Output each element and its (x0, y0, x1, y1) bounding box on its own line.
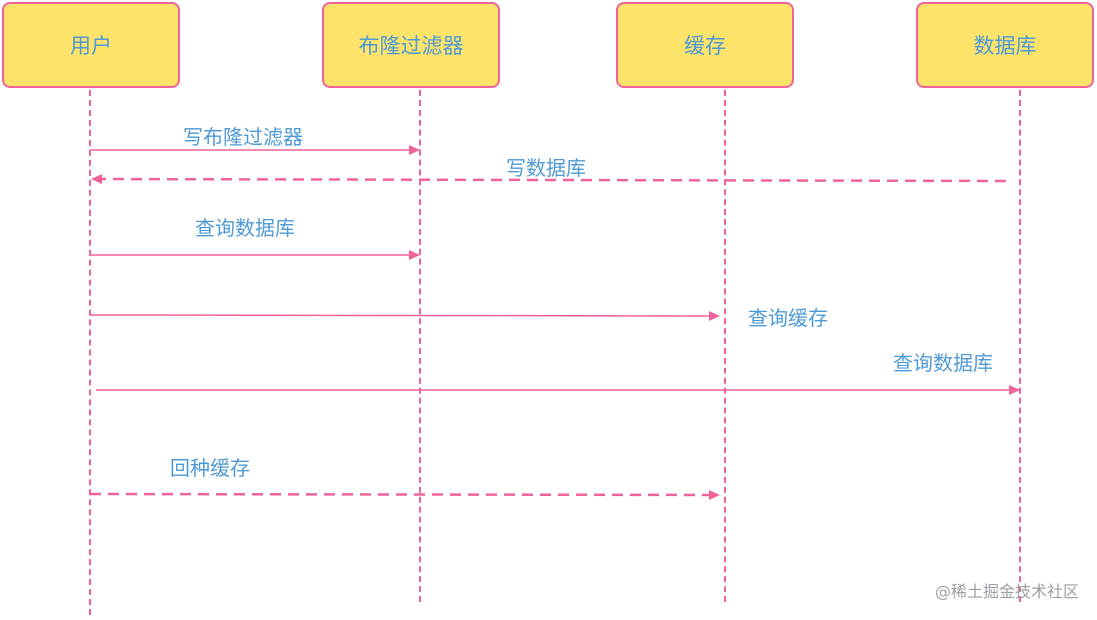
watermark: @稀土掘金技术社区 (934, 582, 1079, 601)
message-label-4: 查询缓存 (748, 306, 828, 330)
message-arrow-4 (89, 310, 720, 321)
lifeline-bloom-filter (419, 90, 421, 602)
message-label-3: 查询数据库 (195, 216, 295, 240)
message-label-5: 查询数据库 (893, 351, 993, 375)
participant-database: 数据库 (916, 2, 1094, 88)
message-arrow-6 (89, 489, 720, 500)
lifeline-cache (724, 90, 726, 602)
lifeline-database (1019, 90, 1021, 602)
message-arrow-2 (91, 174, 1007, 185)
participant-user: 用户 (2, 2, 180, 88)
participant-cache: 缓存 (616, 2, 794, 88)
lifeline-user (89, 90, 91, 615)
message-label-1: 写布隆过滤器 (183, 125, 303, 149)
participant-bloom-filter: 布隆过滤器 (322, 2, 500, 88)
message-label-2: 写数据库 (506, 156, 586, 180)
message-label-6: 回种缓存 (170, 456, 250, 480)
